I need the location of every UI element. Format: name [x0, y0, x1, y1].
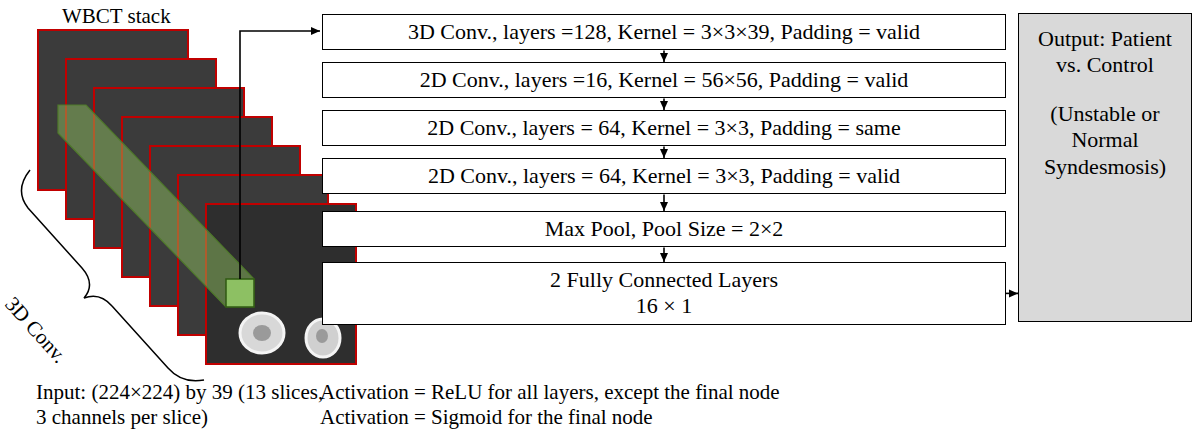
- layer-box: 2 Fully Connected Layers16 × 1: [322, 262, 1006, 325]
- output-box: Output: Patient vs. Control (Unstable or …: [1018, 13, 1192, 322]
- input-note: Input: (224×224) by 39 (13 slices, 3 cha…: [36, 380, 336, 430]
- activation-note: Activation = ReLU for all layers, except…: [320, 380, 780, 405]
- box-text: 3D Conv., layers =128, Kernel = 3×3×39, …: [329, 19, 999, 45]
- flow-arrow: [663, 98, 665, 110]
- flow-arrow: [1006, 293, 1018, 295]
- stack-title: WBCT stack: [62, 4, 171, 29]
- box-text: 2D Conv., layers =16, Kernel = 56×56, Pa…: [329, 67, 999, 93]
- layer-box: 2D Conv., layers = 64, Kernel = 3×3, Pad…: [322, 110, 1006, 146]
- layer-box: 3D Conv., layers =128, Kernel = 3×3×39, …: [322, 14, 1006, 50]
- layer-box: Max Pool, Pool Size = 2×2: [322, 211, 1006, 247]
- box-text: 2 Fully Connected Layers: [329, 267, 999, 293]
- box-text: 2D Conv., layers = 64, Kernel = 3×3, Pad…: [329, 163, 999, 189]
- activation-note: Activation = Sigmoid for the final node: [320, 405, 653, 430]
- box-text: Output: Patient vs. Control: [1027, 26, 1183, 79]
- ct-slices: [38, 30, 356, 364]
- box-text: 16 × 1: [329, 293, 999, 319]
- box-text: Max Pool, Pool Size = 2×2: [329, 216, 999, 242]
- flow-arrow: [663, 146, 665, 158]
- brace-label: 3D Conv.: [0, 292, 72, 369]
- box-text: 2D Conv., layers = 64, Kernel = 3×3, Pad…: [329, 115, 999, 141]
- layer-box: 2D Conv., layers = 64, Kernel = 3×3, Pad…: [322, 158, 1006, 194]
- input-arrow: [240, 31, 320, 279]
- box-text: (Unstable or Normal Syndesmosis): [1027, 101, 1183, 180]
- flow-arrow: [663, 194, 665, 211]
- layer-box: 2D Conv., layers =16, Kernel = 56×56, Pa…: [322, 62, 1006, 98]
- flow-arrow: [663, 50, 665, 62]
- flow-arrow: [663, 247, 665, 262]
